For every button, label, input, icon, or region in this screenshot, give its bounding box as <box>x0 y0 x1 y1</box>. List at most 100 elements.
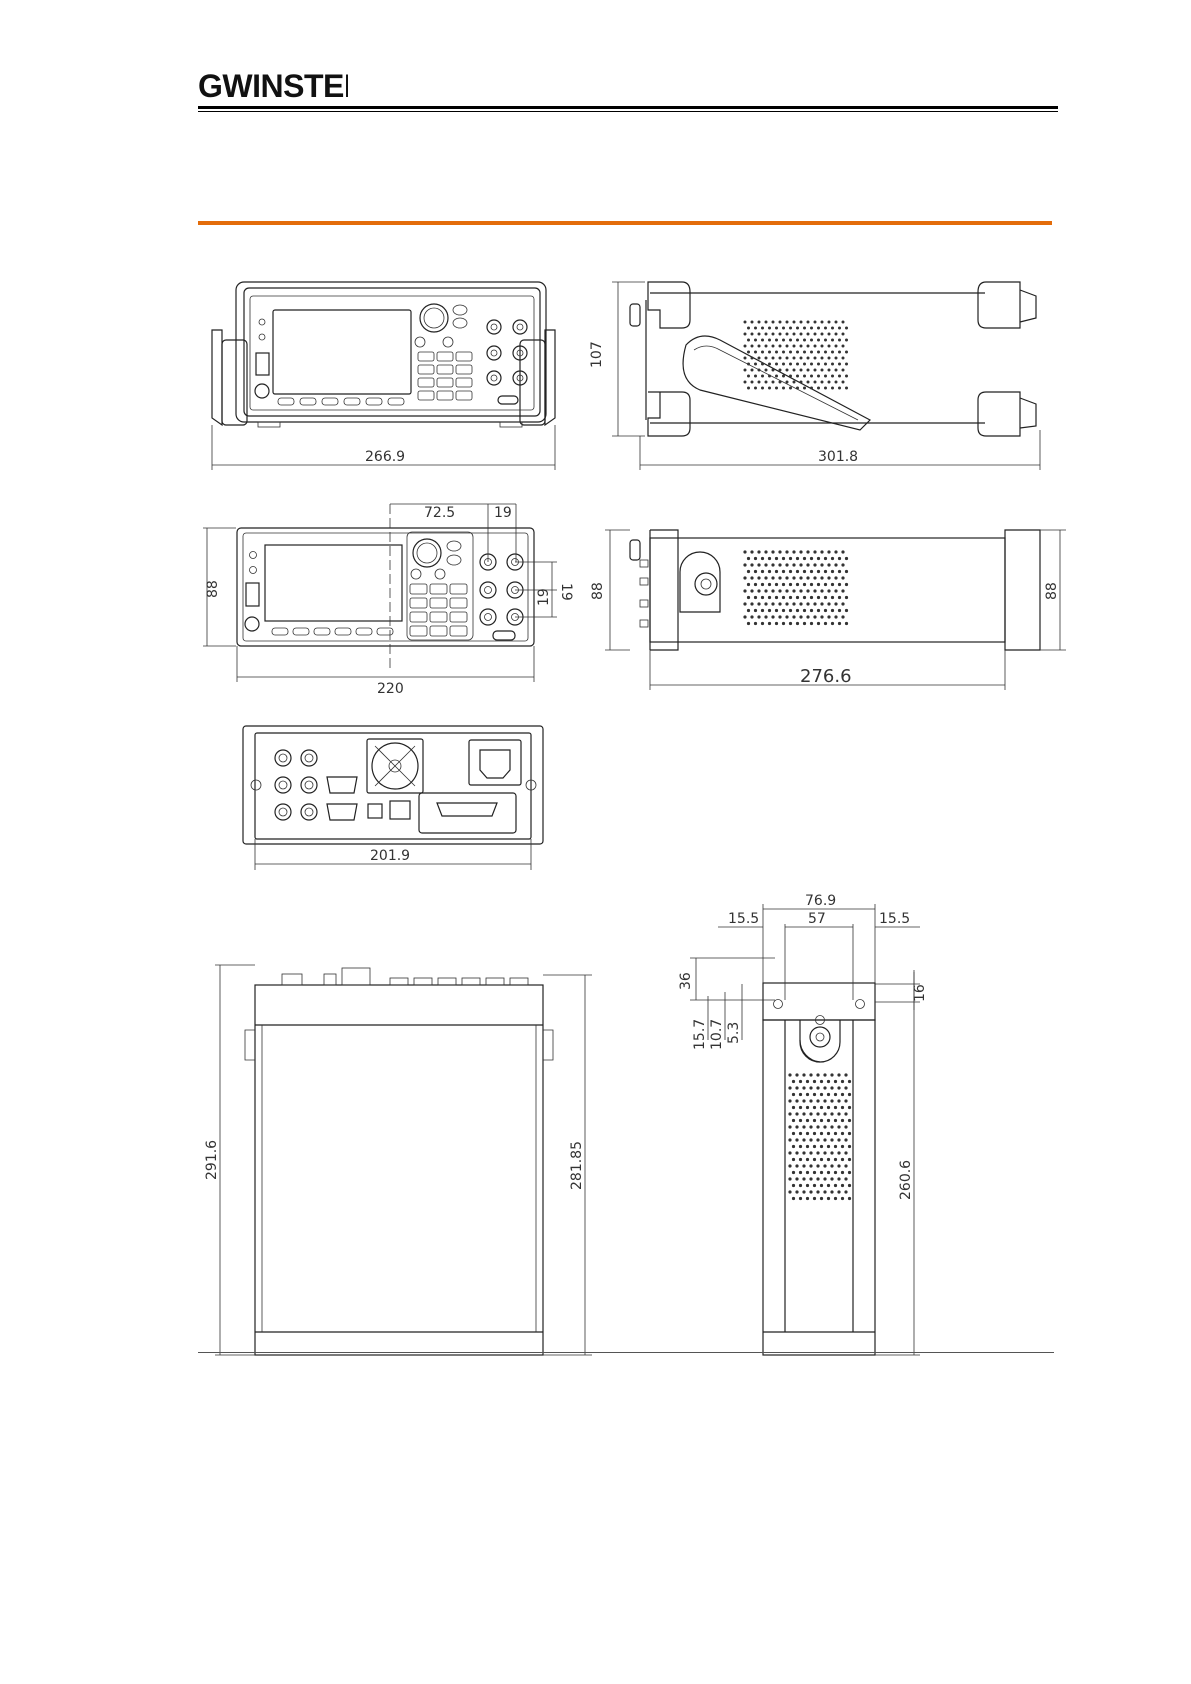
vent-hole <box>827 1184 830 1187</box>
vent-hole <box>834 589 837 592</box>
vent-hole <box>841 1158 844 1161</box>
vent-hole <box>771 550 774 553</box>
vent-hole <box>841 1184 844 1187</box>
vent-hole <box>795 1125 798 1128</box>
vent-hole <box>761 583 764 586</box>
vent-hole <box>813 1197 816 1200</box>
vent-hole <box>779 357 782 360</box>
vent-hole <box>786 321 789 324</box>
vent-hole <box>789 375 792 378</box>
vent-hole <box>779 369 782 372</box>
vent-hole <box>788 1177 791 1180</box>
vent-hole <box>838 363 841 366</box>
vent-hole <box>795 1177 798 1180</box>
vent-hole <box>803 596 806 599</box>
vent-hole <box>744 381 747 384</box>
vent-hole <box>803 622 806 625</box>
vent-hole <box>754 570 757 573</box>
vent-hole <box>802 1190 805 1193</box>
vent-hole <box>757 576 760 579</box>
vent-hole <box>802 1125 805 1128</box>
vent-hole <box>778 563 781 566</box>
vent-hole <box>792 576 795 579</box>
vent-hole <box>831 557 834 560</box>
vent-hole <box>778 576 781 579</box>
vent-hole <box>747 375 750 378</box>
vent-hole <box>820 1080 823 1083</box>
vent-hole <box>824 375 827 378</box>
vent-hole <box>768 351 771 354</box>
vent-hole <box>830 1151 833 1154</box>
vent-hole <box>785 589 788 592</box>
vent-hole <box>743 563 746 566</box>
vent-hole <box>837 1086 840 1089</box>
vent-hole <box>754 327 757 330</box>
vent-hole <box>821 345 824 348</box>
vent-hole <box>802 1086 805 1089</box>
vent-hole <box>824 570 827 573</box>
vent-hole <box>828 345 831 348</box>
vent-hole <box>824 339 827 342</box>
vent-hole <box>820 1119 823 1122</box>
vent-hole <box>838 570 841 573</box>
vent-hole <box>747 387 750 390</box>
vent-hole <box>785 602 788 605</box>
dim-rear-width: 201.9 <box>370 848 410 864</box>
vent-hole <box>821 381 824 384</box>
vent-hole <box>820 1171 823 1174</box>
vent-hole <box>834 1197 837 1200</box>
vent-hole <box>792 1184 795 1187</box>
vent-hole <box>789 622 792 625</box>
vent-hole <box>799 1145 802 1148</box>
vent-hole <box>830 1190 833 1193</box>
vent-hole <box>747 351 750 354</box>
vent-hole <box>810 557 813 560</box>
vent-hole <box>775 351 778 354</box>
vent-hole <box>806 1171 809 1174</box>
vent-hole <box>747 622 750 625</box>
vent-hole <box>758 333 761 336</box>
vent-hole <box>789 351 792 354</box>
vent-hole <box>764 589 767 592</box>
vent-hole <box>799 589 802 592</box>
vent-hole <box>754 609 757 612</box>
vent-hole <box>835 345 838 348</box>
vent-hole <box>771 576 774 579</box>
vent-hole <box>809 1073 812 1076</box>
vent-hole <box>793 321 796 324</box>
vent-hole <box>830 1073 833 1076</box>
vent-hole <box>844 1138 847 1141</box>
vent-hole <box>844 1177 847 1180</box>
vent-hole <box>841 1197 844 1200</box>
vent-hole <box>820 563 823 566</box>
vent-hole <box>779 345 782 348</box>
vent-hole <box>796 363 799 366</box>
vent-hole <box>754 557 757 560</box>
vent-hole <box>743 550 746 553</box>
vent-hole <box>799 563 802 566</box>
vent-hole <box>841 1093 844 1096</box>
dim-front-width: 220 <box>377 681 404 697</box>
vent-hole <box>799 1106 802 1109</box>
vent-hole <box>827 1132 830 1135</box>
dim-mount-left-margin: 15.5 <box>728 911 759 927</box>
vent-hole <box>764 550 767 553</box>
vent-hole <box>782 339 785 342</box>
vent-hole <box>837 1112 840 1115</box>
vent-hole <box>845 375 848 378</box>
vent-hole <box>845 387 848 390</box>
vent-hole <box>810 387 813 390</box>
vent-hole <box>775 339 778 342</box>
dim-mount-length: 260.6 <box>898 1160 914 1200</box>
vent-hole <box>824 557 827 560</box>
dim-front-height: 88 <box>205 580 221 598</box>
vent-hole <box>830 1086 833 1089</box>
vent-hole <box>765 345 768 348</box>
vent-hole <box>817 387 820 390</box>
vent-hole <box>823 1151 826 1154</box>
vent-hole <box>785 550 788 553</box>
vent-hole <box>830 1112 833 1115</box>
vent-hole <box>814 345 817 348</box>
vent-hole <box>848 1080 851 1083</box>
vent-hole <box>823 1190 826 1193</box>
